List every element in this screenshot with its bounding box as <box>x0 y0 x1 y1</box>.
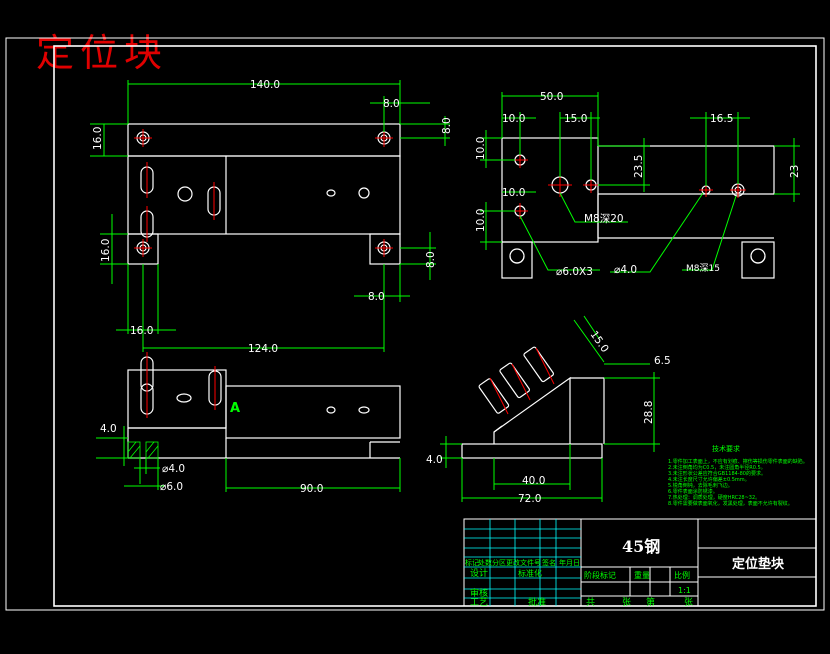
tb-scale-label: 比例 <box>674 570 690 580</box>
notes-line-5: 5.锐角倒钝，去除毛刺飞边。 <box>668 482 733 489</box>
iso-view <box>461 346 605 459</box>
title-block <box>463 518 817 607</box>
tb-material: 45钢 <box>622 537 660 556</box>
callout-m8-20: M8深20 <box>584 213 624 225</box>
dim-iso-40: 40.0 <box>522 475 545 487</box>
top-view-dims <box>90 80 450 352</box>
dim-side-23: 23 <box>789 165 801 178</box>
tb-sheet-no: 第 <box>646 596 655 608</box>
dim-front-90: 90.0 <box>300 483 323 495</box>
notes-line-6: 6.零件表面涂防锈漆。 <box>668 488 718 495</box>
dim-top-8-lower-horiz: 8.0 <box>368 291 385 303</box>
dim-iso-28-8: 28.8 <box>643 401 655 424</box>
notes-line-7: 7.热处理：调质处理，硬度HRC28~32。 <box>668 494 760 501</box>
iso-view-centerlines <box>489 347 555 415</box>
top-view-centerlines <box>134 129 393 257</box>
iso-view-dims <box>440 315 660 502</box>
title-block-grid <box>464 519 581 606</box>
dim-top-140: 140.0 <box>250 79 280 91</box>
callout-d6-x3: ⌀6.0X3 <box>556 266 593 278</box>
tb-sheet-total: 共 <box>586 597 595 608</box>
front-view-centerlines <box>146 352 216 418</box>
dim-front-d6: ⌀6.0 <box>160 481 183 493</box>
notes-line-1: 1.零件加工表面上，不应有划痕、擦伤等损伤零件表面的缺陷。 <box>668 458 808 465</box>
tb-process: 工艺 <box>470 597 488 608</box>
dim-side-10-b: 10.0 <box>502 187 525 199</box>
dim-top-16-left: 16.0 <box>92 127 104 150</box>
dim-side-50: 50.0 <box>540 91 563 103</box>
tb-sheet-unit2: 张 <box>684 597 693 608</box>
dim-top-8-lower-vert: 8.0 <box>425 251 437 268</box>
tb-approve: 批准 <box>528 596 546 608</box>
tb-mark: 标记 <box>465 558 479 567</box>
dim-top-124: 124.0 <box>248 343 278 355</box>
drawing-inner-frame <box>53 45 817 607</box>
tb-scale-value: 1:1 <box>678 586 691 595</box>
notes-line-3: 3.未注形状公差应符合GB1184-80的要求。 <box>668 470 766 477</box>
dim-iso-4: 4.0 <box>426 454 443 466</box>
front-view-dims <box>96 426 401 492</box>
callout-m8-15: M8深15 <box>686 263 720 274</box>
dim-front-d4: ⌀4.0 <box>162 463 185 475</box>
tb-sign: 签名 <box>542 558 556 567</box>
drawing-title: 定位块 <box>36 31 169 75</box>
tb-weight: 重量 <box>634 570 650 580</box>
notes-heading: 技术要求 <box>712 444 740 453</box>
dim-top-8-right: 8.0 <box>383 98 400 110</box>
dim-iso-72: 72.0 <box>518 493 541 505</box>
tb-part-name: 定位垫块 <box>731 556 785 572</box>
tb-review: 审核 <box>470 587 488 599</box>
dim-top-16-width: 16.0 <box>130 325 153 337</box>
section-label-a: A <box>230 401 240 416</box>
side-view-dims <box>480 92 800 273</box>
tb-stage: 阶段标记 <box>584 570 616 580</box>
tb-standardize: 标准化 <box>518 568 542 578</box>
side-view-centerlines <box>512 152 746 219</box>
tb-sheet-unit1: 张 <box>622 597 631 608</box>
dim-iso-6-5: 6.5 <box>654 355 671 367</box>
notes-line-8: 8.零件需要做表面氧化，发黑处理，表面不允许有裂纹。 <box>668 500 793 507</box>
dim-side-10-a: 10.0 <box>502 113 525 125</box>
tb-count: 处数 <box>478 558 492 567</box>
top-view <box>127 123 401 265</box>
dim-side-10-d: 10.0 <box>475 209 487 232</box>
drawing-outer-frame <box>5 37 825 611</box>
dim-front-4: 4.0 <box>100 423 117 435</box>
notes-line-4: 4.未注长度尺寸允许偏差±0.5mm。 <box>668 476 750 483</box>
front-view-hatch <box>127 441 159 459</box>
dim-top-16-lower: 16.0 <box>100 239 112 262</box>
dim-side-16-5: 16.5 <box>710 113 733 125</box>
callout-d4: ⌀4.0 <box>614 264 637 276</box>
tb-zone: 分区 <box>492 558 506 567</box>
tb-date: 年月日 <box>559 558 580 567</box>
dim-top-8-vert: 8.0 <box>441 117 453 134</box>
front-view <box>127 356 401 459</box>
dim-side-23-5: 23.5 <box>633 155 645 178</box>
tb-change-doc: 更改文件号 <box>506 558 541 567</box>
dim-side-15: 15.0 <box>564 113 587 125</box>
dim-side-10-c: 10.0 <box>475 137 487 160</box>
notes-line-2: 2.未注倒角均为C0.5，未注圆角半径R0.5。 <box>668 464 766 471</box>
dim-iso-15: 15.0 <box>588 329 611 355</box>
tb-design: 设计 <box>470 567 488 579</box>
